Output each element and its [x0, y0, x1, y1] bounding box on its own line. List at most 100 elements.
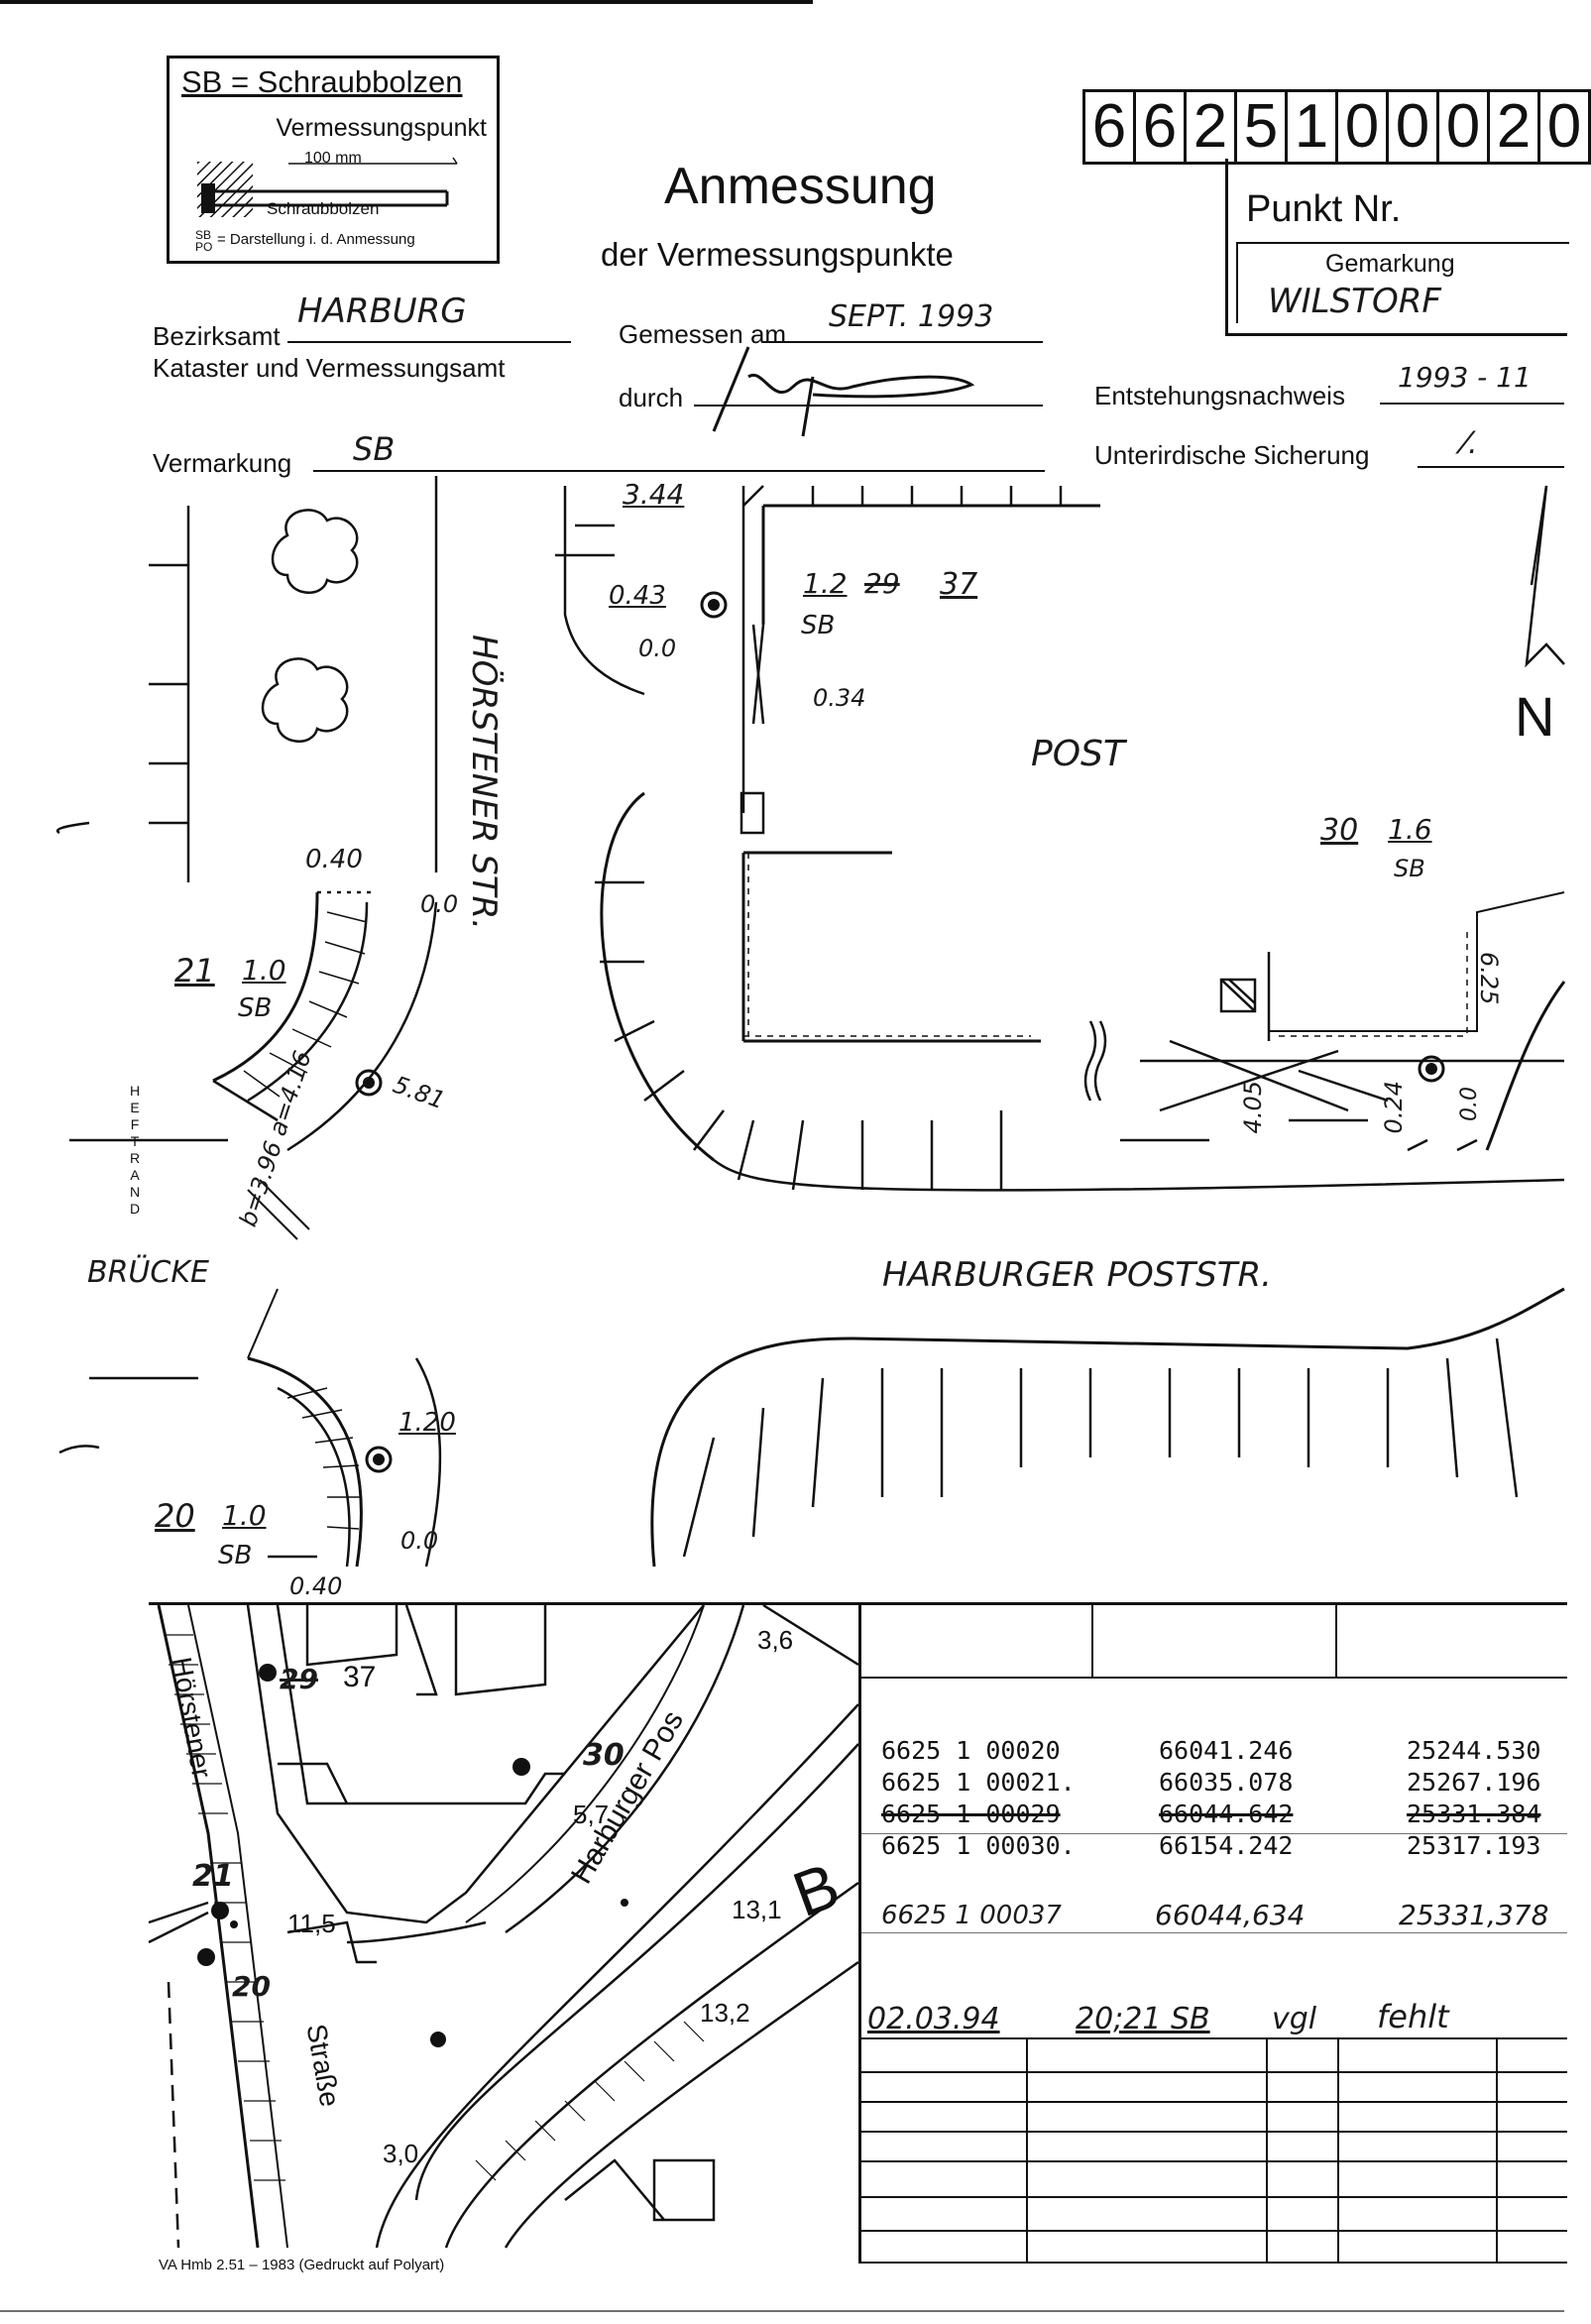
sicherung-line: [1418, 466, 1564, 468]
gemessen-line: [763, 341, 1043, 343]
point-marker: [1418, 1055, 1445, 1083]
map-height: 3,0: [383, 2139, 419, 2168]
street-label-poststr: HARBURGER POSTSTR.: [882, 1255, 1272, 1295]
legend-title: SB = Schraubbolzen: [181, 64, 463, 99]
point-number-struck: 29: [864, 567, 900, 600]
post-label: POST: [1031, 734, 1125, 774]
point-sb: SB: [238, 993, 273, 1023]
table-cell-y-struck: 25331.384: [1407, 1800, 1541, 1828]
point-number: 21: [174, 952, 215, 989]
table-cell-id: 6625 1 00021.: [881, 1768, 1076, 1797]
map-number: 21: [192, 1859, 234, 1894]
digit: 2: [1187, 92, 1237, 162]
gemarkung-label: Gemarkung: [1325, 250, 1455, 278]
table-cell-y: 25267.196: [1407, 1768, 1541, 1797]
point-marker: [355, 1069, 383, 1097]
point-sb: SB: [218, 1541, 253, 1570]
measure-label: 1.20: [398, 1408, 456, 1438]
point-value: 1.6: [1388, 813, 1432, 846]
legend-schraubbolzen: Schraubbolzen: [267, 199, 380, 218]
table-cell-x: 66041.246: [1159, 1736, 1294, 1765]
map-height: 13,1: [732, 1895, 782, 1924]
measure-label: 6.25: [1475, 952, 1503, 1005]
map-number: 37: [343, 1661, 377, 1693]
bruecke-label: BRÜCKE: [87, 1255, 209, 1290]
table-cell-id: 6625 1 00030.: [881, 1831, 1076, 1860]
map-height: 11,5: [287, 1909, 336, 1938]
digit: 1: [1288, 92, 1338, 162]
north-label: N: [1515, 685, 1555, 748]
measure-label: 0.24: [1380, 1081, 1408, 1134]
location-map: Hörstener Harburger Pos Straße 29 37 30 …: [148, 1602, 859, 2249]
note-date: 02.03.94: [867, 2002, 1000, 2036]
map-points: [197, 1664, 628, 2047]
map-height: 13,2: [700, 1998, 750, 2028]
point-number-box: Punkt Nr. Gemarkung WILSTORF: [1225, 159, 1569, 336]
map-height: 3,6: [757, 1625, 794, 1655]
note-code: vgl: [1272, 2002, 1317, 2036]
entstehung-label: Entstehungsnachweis: [1094, 381, 1345, 410]
entstehung-line: [1380, 403, 1564, 405]
digit: 0: [1439, 92, 1490, 162]
point-marker: [365, 1446, 393, 1473]
point-number-label: Punkt Nr.: [1246, 188, 1402, 230]
legend-box: SB = Schraubbolzen Vermessungspunkt 100 …: [167, 56, 500, 264]
point-value: 1.0: [222, 1499, 267, 1532]
point-number: 20: [155, 1497, 195, 1535]
digit: 0: [1540, 92, 1591, 162]
gemarkung-value: WILSTORF: [1268, 282, 1441, 321]
page-subtitle: der Vermessungspunkte: [601, 236, 954, 273]
table-cell-x: 66154.242: [1159, 1831, 1294, 1860]
legend-sbpo-text: = Darstellung i. d. Anmessung: [217, 231, 415, 248]
street-label-hoerstener: HÖRSTENER STR.: [464, 635, 504, 930]
map-drawing: [148, 1603, 859, 2249]
signature: [712, 346, 975, 437]
table-cell-id: 6625 1 00020: [881, 1736, 1061, 1765]
bezirksamt-value: HARBURG: [297, 291, 467, 331]
table-cell-id-struck: 6625 1 00029: [881, 1800, 1061, 1828]
gemessen-value: SEPT. 1993: [829, 299, 994, 334]
measure-label: 0.40: [305, 845, 363, 874]
vermarkung-label: Vermarkung: [153, 448, 292, 478]
measure-label: 4.05: [1239, 1081, 1267, 1134]
digit: 0: [1338, 92, 1389, 162]
measure-label: 0.0: [420, 890, 459, 918]
bezirksamt-line: [287, 341, 571, 343]
table-hand-y: 25331,378: [1399, 1899, 1549, 1931]
durch-line: [694, 405, 1043, 407]
bottom-rule: [0, 2310, 1564, 2312]
legend-mm: 100 mm: [304, 150, 362, 167]
legend-vermessungspunkt: Vermessungspunkt: [276, 114, 487, 142]
point-number: 30: [1320, 813, 1359, 848]
table-cell-y: 25244.530: [1407, 1736, 1541, 1765]
page-title: Anmessung: [664, 158, 937, 215]
point-value: 1.2: [803, 567, 848, 600]
table-hand-x: 66044,634: [1155, 1899, 1306, 1931]
footer-note: VA Hmb 2.51 – 1983 (Gedruckt auf Polyart…: [159, 2257, 445, 2273]
durch-label: durch: [619, 383, 684, 412]
gemessen-label: Gemessen am: [619, 319, 787, 349]
sicherung-label: Unterirdische Sicherung: [1094, 440, 1370, 470]
top-rule: [0, 0, 813, 4]
note-points: 20;21 SB: [1076, 2002, 1210, 2036]
bezirksamt-label: Bezirksamt: [153, 321, 281, 351]
gemarkung-box: Gemarkung WILSTORF: [1236, 242, 1569, 323]
coordinate-table: 6625 1 00020 66041.246 25244.530 6625 1 …: [858, 1602, 1567, 2264]
map-height: 5,7: [573, 1800, 610, 1829]
measure-label: 0.40: [289, 1572, 343, 1600]
digit: 2: [1490, 92, 1540, 162]
bolt-diagram: [197, 157, 458, 217]
table-cell-y: 25317.193: [1407, 1831, 1541, 1860]
digit: 6: [1136, 92, 1187, 162]
measure-label: 0.34: [813, 684, 866, 712]
entstehung-value: 1993 - 11: [1398, 361, 1532, 394]
note-signature: fehlt: [1377, 1998, 1449, 2035]
table-cell-x: 66035.078: [1159, 1768, 1294, 1797]
kataster-label: Kataster und Vermessungsamt: [153, 353, 506, 383]
table-hand-id: 6625 1 00037: [881, 1901, 1062, 1930]
measure-label: 0.0: [400, 1527, 439, 1555]
digit: 0: [1389, 92, 1439, 162]
map-number: 30: [583, 1738, 625, 1773]
heftrand-label: HEFTRAND: [127, 1083, 143, 1218]
sicherung-value: ⁄.: [1463, 426, 1478, 461]
